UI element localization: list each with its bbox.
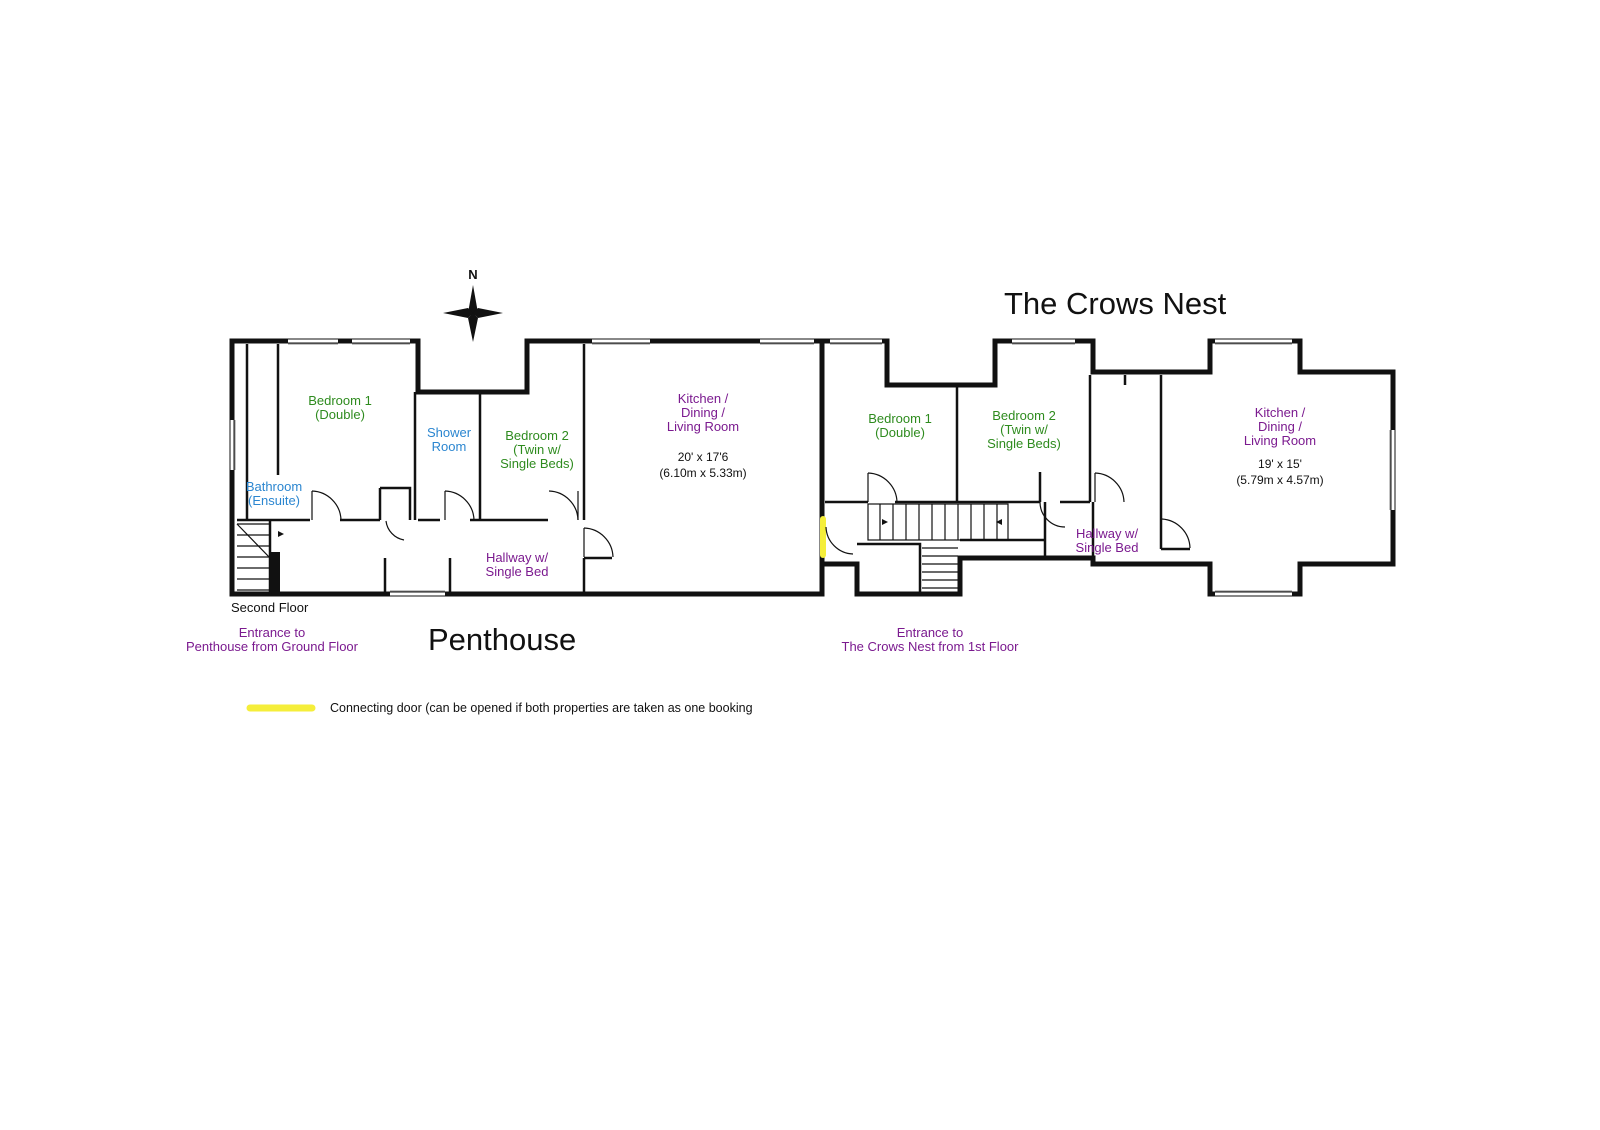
compass-icon: N: [443, 267, 503, 342]
svg-text:(6.10m x 5.33m): (6.10m x 5.33m): [659, 466, 746, 480]
penthouse-bathroom-label: Bathroom (Ensuite): [246, 479, 302, 508]
svg-text:Bedroom 1: Bedroom 1: [308, 393, 372, 408]
penthouse-entrance-label: Entrance to Penthouse from Ground Floor: [186, 625, 359, 654]
svg-text:The Crows Nest from 1st Floor: The Crows Nest from 1st Floor: [842, 639, 1020, 654]
svg-text:Hallway w/: Hallway w/: [486, 550, 549, 565]
svg-text:(Ensuite): (Ensuite): [248, 493, 300, 508]
penthouse-kitchen-dimensions: 20' x 17'6 (6.10m x 5.33m): [659, 450, 746, 480]
svg-text:Kitchen /: Kitchen /: [678, 391, 729, 406]
svg-text:Hallway w/: Hallway w/: [1076, 526, 1139, 541]
svg-text:Single Bed: Single Bed: [1076, 540, 1139, 555]
legend: Connecting door (can be opened if both p…: [246, 701, 753, 715]
svg-text:(Double): (Double): [875, 425, 925, 440]
penthouse-hallway-label: Hallway w/ Single Bed: [486, 550, 549, 579]
crows-nest-kitchen-label: Kitchen / Dining / Living Room: [1244, 405, 1316, 448]
svg-text:Single Beds): Single Beds): [987, 436, 1061, 451]
svg-text:Bathroom: Bathroom: [246, 479, 302, 494]
svg-text:Kitchen /: Kitchen /: [1255, 405, 1306, 420]
crows-nest-title: The Crows Nest: [1004, 286, 1227, 321]
svg-text:(5.79m x 4.57m): (5.79m x 4.57m): [1236, 473, 1323, 487]
penthouse-title: Penthouse: [428, 622, 576, 657]
svg-text:Dining /: Dining /: [681, 405, 725, 420]
svg-text:Bedroom 2: Bedroom 2: [992, 408, 1056, 423]
crows-nest-kitchen-dimensions: 19' x 15' (5.79m x 4.57m): [1236, 457, 1323, 487]
penthouse-bedroom2-label: Bedroom 2 (Twin w/ Single Beds): [500, 428, 574, 471]
crows-nest-bedroom2-label: Bedroom 2 (Twin w/ Single Beds): [987, 408, 1061, 451]
svg-text:Entrance to: Entrance to: [239, 625, 306, 640]
svg-text:Room: Room: [432, 439, 467, 454]
svg-text:Single Beds): Single Beds): [500, 456, 574, 471]
compass-north-label: N: [468, 267, 477, 282]
crows-nest-walls: [819, 338, 1396, 597]
crows-nest-bedroom1-label: Bedroom 1 (Double): [868, 411, 932, 440]
penthouse-kitchen-label: Kitchen / Dining / Living Room: [667, 391, 739, 434]
crows-nest-entrance-label: Entrance to The Crows Nest from 1st Floo…: [842, 625, 1020, 654]
svg-text:(Twin w/: (Twin w/: [513, 442, 561, 457]
svg-text:Living Room: Living Room: [667, 419, 739, 434]
svg-text:Penthouse from Ground Floor: Penthouse from Ground Floor: [186, 639, 359, 654]
svg-text:(Double): (Double): [315, 407, 365, 422]
svg-text:Single Bed: Single Bed: [486, 564, 549, 579]
svg-text:Bedroom 2: Bedroom 2: [505, 428, 569, 443]
svg-text:20' x 17'6: 20' x 17'6: [678, 450, 729, 464]
svg-text:19' x 15': 19' x 15': [1258, 457, 1302, 471]
crows-nest-hallway-label: Hallway w/ Single Bed: [1076, 526, 1139, 555]
svg-text:Dining /: Dining /: [1258, 419, 1302, 434]
svg-text:Living Room: Living Room: [1244, 433, 1316, 448]
svg-text:Bedroom 1: Bedroom 1: [868, 411, 932, 426]
svg-text:Shower: Shower: [427, 425, 472, 440]
svg-text:Entrance to: Entrance to: [897, 625, 964, 640]
penthouse-shower-label: Shower Room: [427, 425, 472, 454]
svg-text:(Twin w/: (Twin w/: [1000, 422, 1048, 437]
legend-connecting-door-text: Connecting door (can be opened if both p…: [330, 701, 753, 715]
penthouse-bedroom1-label: Bedroom 1 (Double): [308, 393, 372, 422]
second-floor-label: Second Floor: [231, 600, 309, 615]
penthouse-walls: [229, 338, 825, 597]
